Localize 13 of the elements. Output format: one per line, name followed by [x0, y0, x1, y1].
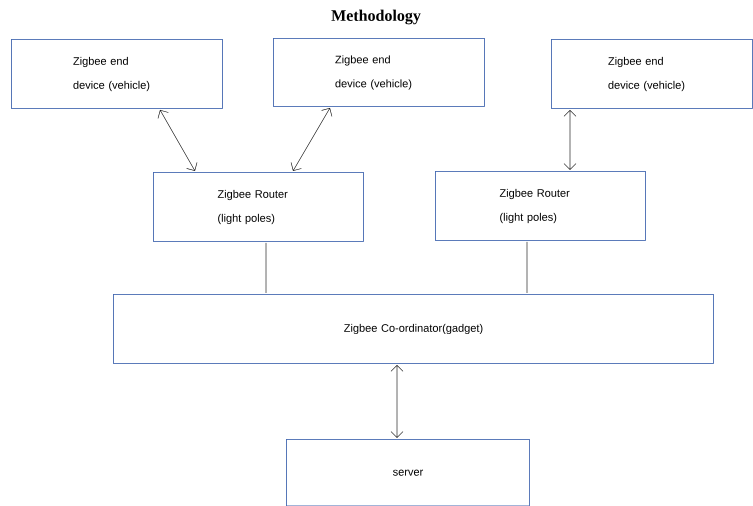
process-box: Zigbee Co-ordinator(gadget): [113, 294, 714, 364]
connector-line: [526, 242, 528, 294]
process-box: Zigbee end device (vehicle): [273, 38, 485, 107]
process-box: server: [286, 439, 530, 506]
process-box: Zigbee end device (vehicle): [11, 39, 223, 109]
arrow: [564, 110, 576, 170]
process-box: Zigbee Router (light poles): [153, 172, 364, 242]
title: Methodology: [331, 10, 421, 24]
arrow: [290, 108, 332, 171]
process-box: Zigbee Router (light poles): [435, 171, 646, 241]
process-box: Zigbee end device (vehicle): [551, 39, 753, 109]
arrow: [390, 364, 404, 438]
arrow: [158, 110, 198, 171]
